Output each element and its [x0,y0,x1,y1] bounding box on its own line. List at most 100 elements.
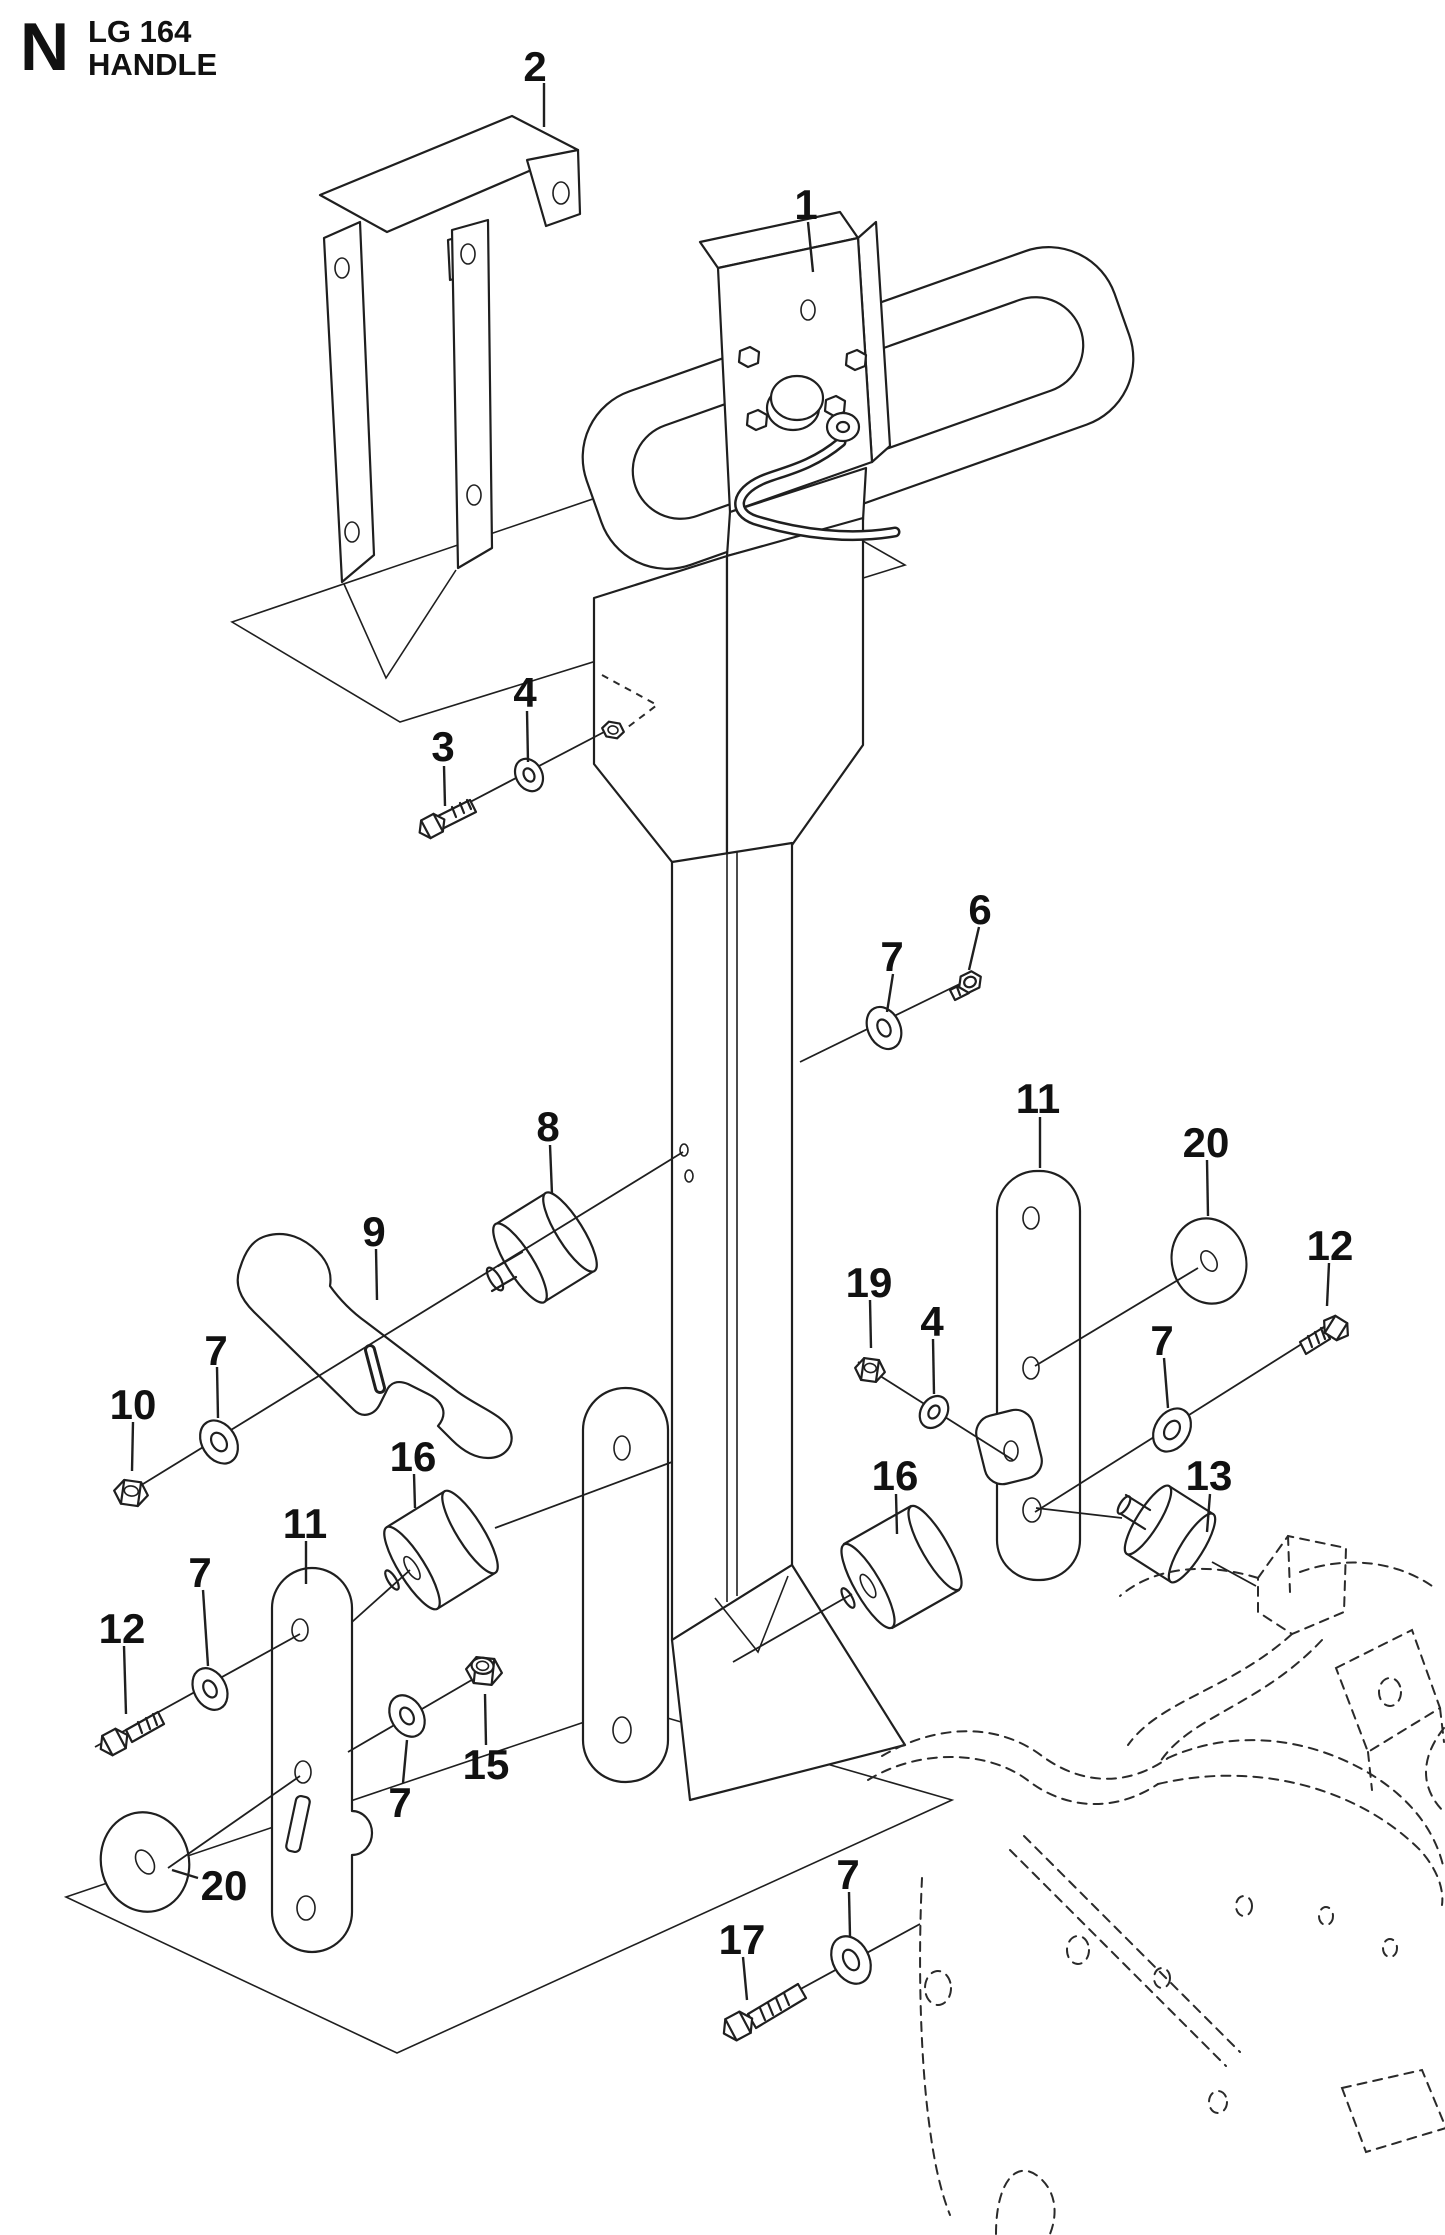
right-plate-hole-top [1022,1206,1040,1230]
left-plate-slot [285,1794,311,1854]
chassis-bracket [1257,1534,1348,1636]
left-plate-hole-bottom [296,1895,316,1921]
callout-4-3: 4 [513,669,537,763]
chassis-edge [919,1877,951,2216]
callout-number: 7 [204,1327,227,1374]
column-box-left-face [592,554,729,864]
callout-15-14: 15 [463,1693,510,1788]
callout-number: 16 [872,1452,919,1499]
buffer-8-stud [485,1266,505,1292]
callout-leader [130,1421,135,1472]
buffer-8 [485,1191,598,1304]
nut-on-post [601,720,625,740]
callout-leader [374,1248,379,1301]
bracket-right-leg [450,218,494,570]
disc-20-right [1170,1217,1248,1305]
callout-7-9: 7 [204,1327,228,1419]
bracket-left-hole-bottom [344,521,360,543]
callout-7-12: 7 [188,1549,212,1667]
callout-leader [483,1693,488,1746]
callout-11-19: 11 [1016,1075,1060,1168]
callout-7-18: 7 [836,1851,860,1937]
callout-number: 2 [523,43,546,90]
column-tube [670,841,794,1642]
callout-leader [847,1891,852,1937]
callout-1-1: 1 [794,181,818,273]
callout-leader [931,1338,936,1395]
section-letter: N [20,9,69,85]
callout-number: 7 [188,1549,211,1596]
nut-10 [113,1478,149,1508]
support-bracket [318,114,582,680]
nuts [113,720,886,1686]
mount-plate-hole [800,299,816,321]
pivot-boss-upper [769,374,825,422]
callout-8-6: 8 [536,1103,560,1195]
reference-planes [63,456,955,2054]
callout-leader [967,926,981,971]
left-suspension-plate [270,1566,374,1954]
washer-7-near-15 [388,1694,426,1738]
foot-notch [714,1575,789,1654]
latch-lever [236,1232,513,1460]
callout-number: 1 [794,181,817,228]
washer-4-upper [513,757,545,793]
callout-number: 9 [362,1208,385,1255]
callout-number: 7 [388,1779,411,1826]
callout-leader [741,1956,749,2001]
bolts [99,798,1349,2042]
page-title: HANDLE [88,47,217,82]
callout-number: 4 [513,669,537,716]
callout-16-10: 16 [390,1433,437,1509]
callout-7-15: 7 [388,1739,412,1826]
washer-7-lower-left [191,1667,229,1711]
callout-number: 15 [463,1741,510,1788]
callout-leader [1162,1357,1170,1409]
buffer-13 [1116,1484,1217,1584]
callout-16-26: 16 [872,1452,919,1535]
callout-leader [215,1366,220,1419]
mount-plate-bolts [737,345,868,443]
callout-17-17: 17 [719,1916,765,2001]
callout-leader [442,765,447,807]
callout-leader [525,710,530,763]
callout-number: 10 [110,1381,157,1428]
callout-number: 12 [99,1605,146,1652]
bracket-left-leg [322,220,376,584]
right-plate-hole-bottom [1022,1497,1042,1523]
ghost-chassis [867,1534,1445,2235]
washer-7-bottom [830,1935,872,1985]
lever-body [236,1232,513,1460]
handle-mount-plate [698,210,901,542]
bolt-12-left [99,1710,166,1757]
bracket-flap-hole [552,181,570,205]
callout-number: 16 [390,1433,437,1480]
callout-number: 11 [1016,1075,1060,1122]
callout-20-16: 20 [171,1862,247,1909]
nut-19 [854,1356,886,1384]
buffer-16-right [840,1504,963,1630]
locknut-15 [464,1656,504,1686]
left-plate-hole-middle [294,1760,312,1784]
center-plate [581,1386,670,1784]
lower-mount-plane [63,1706,955,2054]
callout-number: 11 [283,1500,327,1547]
callout-number: 19 [846,1259,893,1306]
chassis-plate [1334,1628,1442,1754]
throttle-rod [734,436,901,542]
callout-leader [122,1645,128,1715]
callout-13-25: 13 [1186,1452,1232,1533]
callout-7-24: 7 [1150,1317,1174,1409]
callout-4-23: 4 [920,1298,944,1395]
lever-slot [367,1347,383,1391]
callout-10-8: 10 [110,1381,157,1472]
bracket-left-hole-top [334,257,350,279]
bolt-12-right [1298,1314,1349,1356]
center-plate-hole-top [613,1435,631,1461]
callout-number: 12 [1307,1222,1354,1269]
buffer-16r-stud [840,1587,856,1609]
callout-number: 20 [1183,1119,1230,1166]
